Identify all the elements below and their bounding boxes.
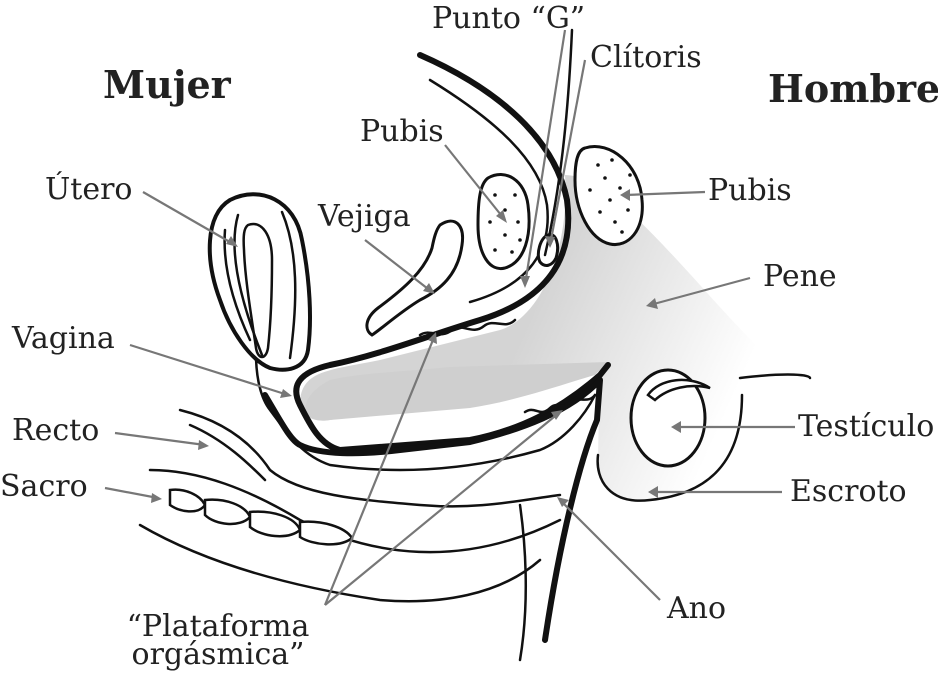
label-pubis-man: Pubis [708, 176, 792, 206]
label-testiculo: Testículo [798, 412, 934, 442]
label-vagina: Vagina [12, 324, 115, 354]
female-pubis-bone [478, 174, 529, 268]
title-woman: Mujer [103, 66, 231, 104]
label-pene: Pene [763, 262, 837, 292]
label-sacro: Sacro [0, 472, 88, 502]
label-utero: Útero [45, 175, 133, 205]
label-vejiga: Vejiga [318, 202, 411, 232]
label-recto: Recto [12, 416, 99, 446]
anus-line [520, 505, 526, 660]
label-plataforma-line2: orgásmica” [118, 640, 318, 670]
label-escroto: Escroto [790, 477, 907, 507]
rectum-upper [190, 425, 265, 480]
label-punto-g: Punto “G” [432, 4, 585, 34]
title-man: Hombre [768, 70, 938, 108]
label-clitoris: Clítoris [590, 43, 702, 73]
label-ano: Ano [667, 594, 726, 624]
label-pubis-woman: Pubis [360, 117, 444, 147]
